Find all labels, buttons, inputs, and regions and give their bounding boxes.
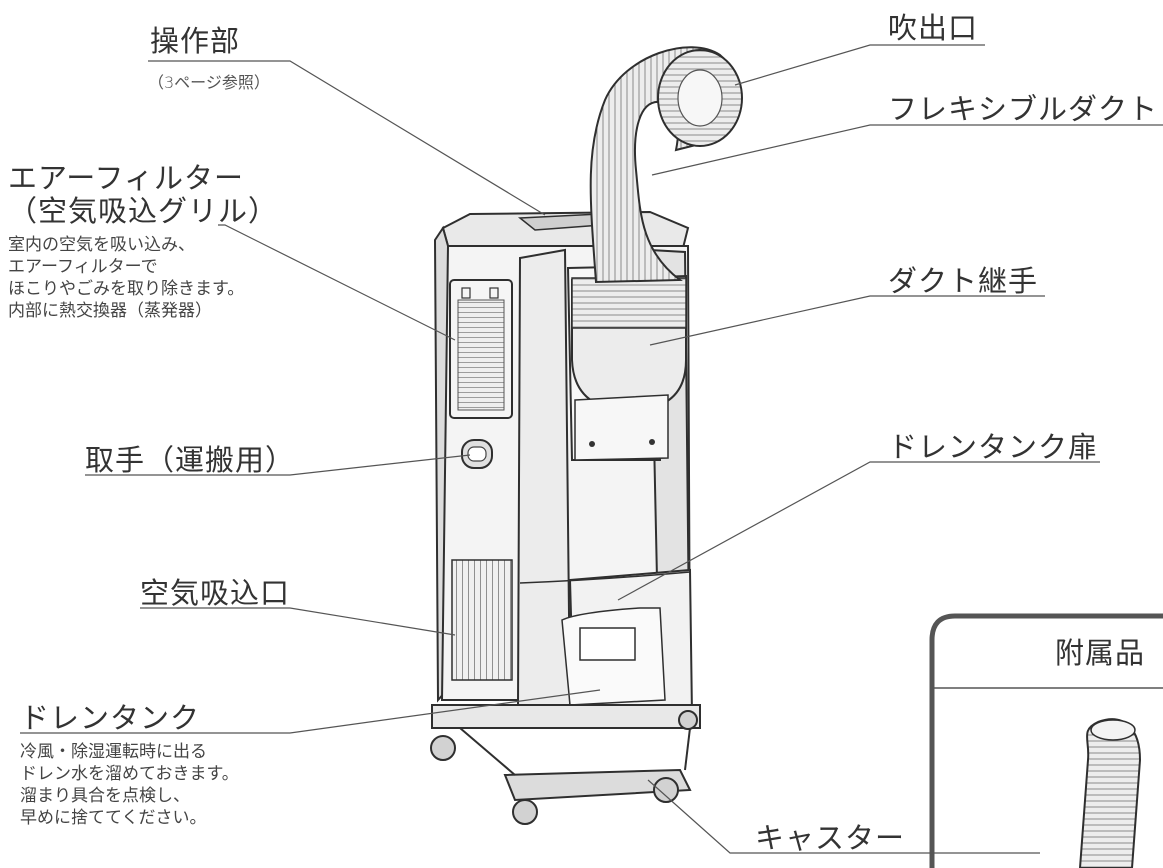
label-filter-line2: （空気吸込グリル） bbox=[8, 194, 279, 228]
label-filter-line1: エアーフィルター bbox=[8, 161, 244, 195]
filter-desc-line-2: エアーフィルターで bbox=[8, 257, 158, 277]
label-outlet: 吹出口 bbox=[888, 11, 979, 45]
leader-air-inlet bbox=[140, 607, 456, 636]
filter-desc-line-1: 室内の空気を吸い込み、 bbox=[8, 235, 195, 255]
leader-caster bbox=[647, 779, 1040, 854]
air-filter-grille bbox=[449, 279, 513, 419]
caster-wheel bbox=[430, 710, 698, 825]
accessory-hose bbox=[1078, 718, 1142, 868]
duct-joint bbox=[571, 274, 687, 461]
label-drain-door: ドレンタンク扉 bbox=[888, 430, 1099, 464]
leader-filter bbox=[218, 224, 456, 341]
accessories-box bbox=[929, 613, 1163, 868]
label-caster: キャスター bbox=[755, 821, 906, 855]
drain-door-seam bbox=[519, 571, 691, 584]
leader-duct-joint bbox=[649, 295, 1045, 346]
handle-grip bbox=[461, 439, 493, 469]
label-drain-tank: ドレンタンク bbox=[20, 701, 201, 735]
label-accessories: 附属品 bbox=[1055, 636, 1146, 670]
label-air-inlet: 空気吸込口 bbox=[140, 576, 291, 610]
drain-window bbox=[579, 627, 636, 661]
label-control-note: （3ページ参照） bbox=[148, 73, 270, 92]
label-duct-joint: ダクト継手 bbox=[888, 264, 1039, 298]
filter-desc-line-3: ほこりやごみを取り除きます。 bbox=[8, 279, 245, 299]
filter-desc-line-4: 内部に熱交換器（蒸発器） bbox=[8, 301, 212, 321]
flexible-duct bbox=[589, 46, 743, 284]
drain-desc-line-2: ドレン水を溜めておきます。 bbox=[20, 764, 239, 784]
label-handle: 取手（運搬用） bbox=[85, 443, 296, 477]
leader-drain-door bbox=[617, 461, 1100, 601]
caster-base bbox=[431, 704, 701, 802]
air-inlet-louvres bbox=[451, 559, 513, 681]
leader-drain-tank bbox=[20, 689, 601, 734]
drain-desc-line-1: 冷風・除湿運転時に出る bbox=[20, 742, 207, 762]
drain-desc-line-4: 早めに捨ててください。 bbox=[20, 808, 207, 828]
drain-desc-line-3: 溜まり具合を点検し、 bbox=[20, 786, 190, 806]
label-control: 操作部 bbox=[150, 24, 241, 58]
leader-control bbox=[148, 60, 546, 216]
label-flexible-duct: フレキシブルダクト bbox=[888, 92, 1159, 126]
leader-handle bbox=[85, 454, 471, 476]
leader-outlet bbox=[734, 44, 985, 86]
leader-lines bbox=[20, 44, 1163, 854]
leader-flex-duct bbox=[651, 124, 1163, 176]
